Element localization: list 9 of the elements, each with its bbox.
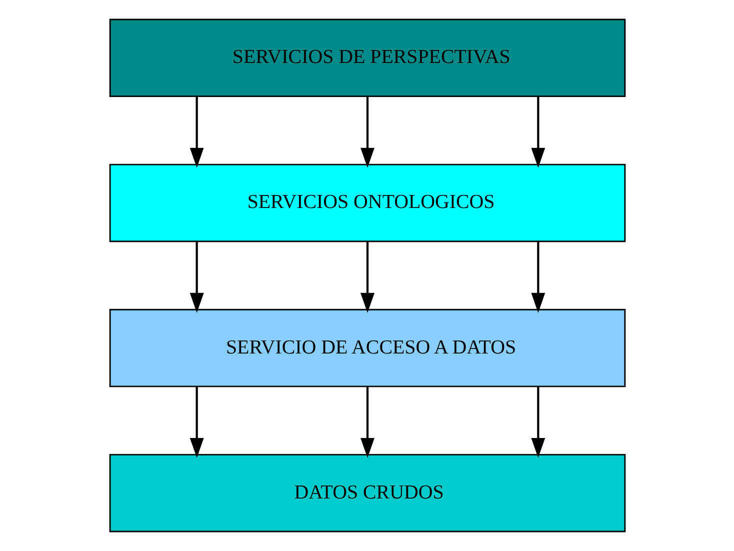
arrow <box>360 96 374 168</box>
arrow <box>360 386 374 458</box>
arrow <box>530 386 545 458</box>
arrow <box>530 96 545 168</box>
arrow <box>360 241 374 313</box>
arrow <box>189 386 204 458</box>
arrow <box>189 96 204 168</box>
arrow <box>189 241 204 313</box>
arrow <box>530 241 545 313</box>
